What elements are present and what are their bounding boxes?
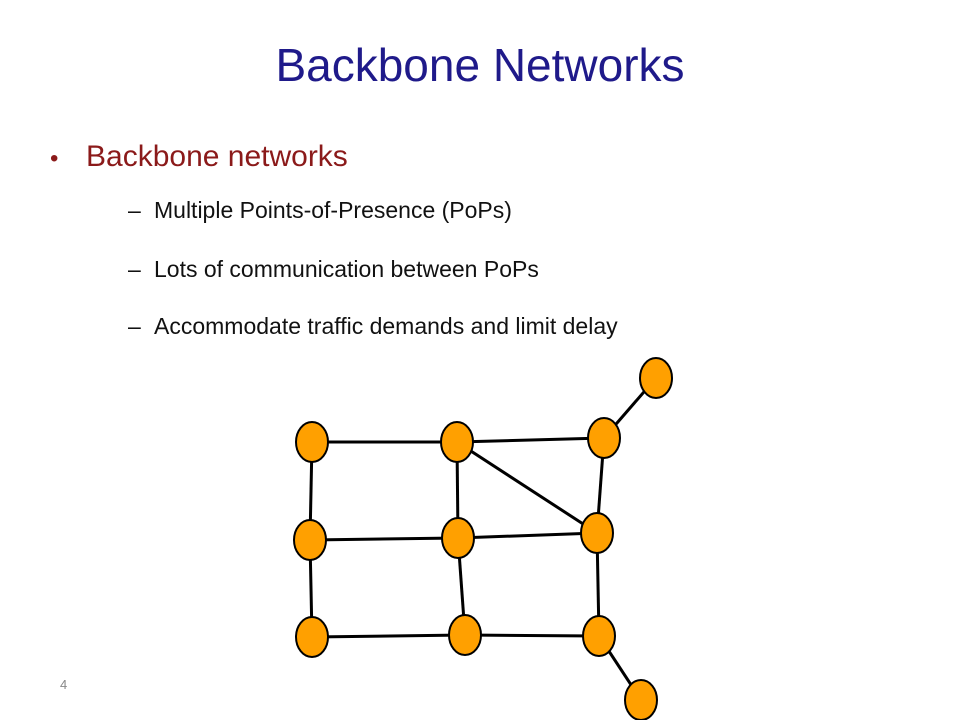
pop-node [293, 519, 327, 561]
pop-node [582, 615, 616, 657]
subbullet-item: – Accommodate traffic demands and limit … [128, 313, 618, 340]
network-link [311, 633, 466, 639]
pop-node [448, 614, 482, 656]
pop-node [441, 517, 475, 559]
network-link [464, 633, 600, 638]
subbullet-text: Multiple Points-of-Presence (PoPs) [154, 197, 512, 223]
network-nodes [293, 357, 673, 720]
network-link [456, 440, 598, 535]
slide-number: 4 [60, 677, 68, 692]
network-link [456, 436, 605, 444]
pop-node [440, 421, 474, 463]
network-link [457, 531, 598, 540]
subbullet-text: Lots of communication between PoPs [154, 256, 539, 282]
subbullet-item: – Multiple Points-of-Presence (PoPs) [128, 197, 512, 224]
pop-node [639, 357, 673, 399]
pop-node [624, 679, 658, 720]
subbullet-dash: – [128, 197, 141, 223]
slide-title: Backbone Networks [275, 39, 685, 91]
pop-node [587, 417, 621, 459]
pop-node [295, 421, 329, 463]
subbullet-text: Accommodate traffic demands and limit de… [154, 313, 618, 339]
bullet-text: Backbone networks [86, 140, 348, 173]
bullet-dot-icon: • [50, 145, 59, 172]
pop-node [580, 512, 614, 554]
subbullet-item: – Lots of communication between PoPs [128, 256, 539, 283]
pop-node [295, 616, 329, 658]
subbullet-dash: – [128, 313, 141, 339]
subbullet-dash: – [128, 256, 141, 282]
network-link [309, 536, 459, 542]
bullet-item: • Backbone networks [50, 140, 348, 174]
